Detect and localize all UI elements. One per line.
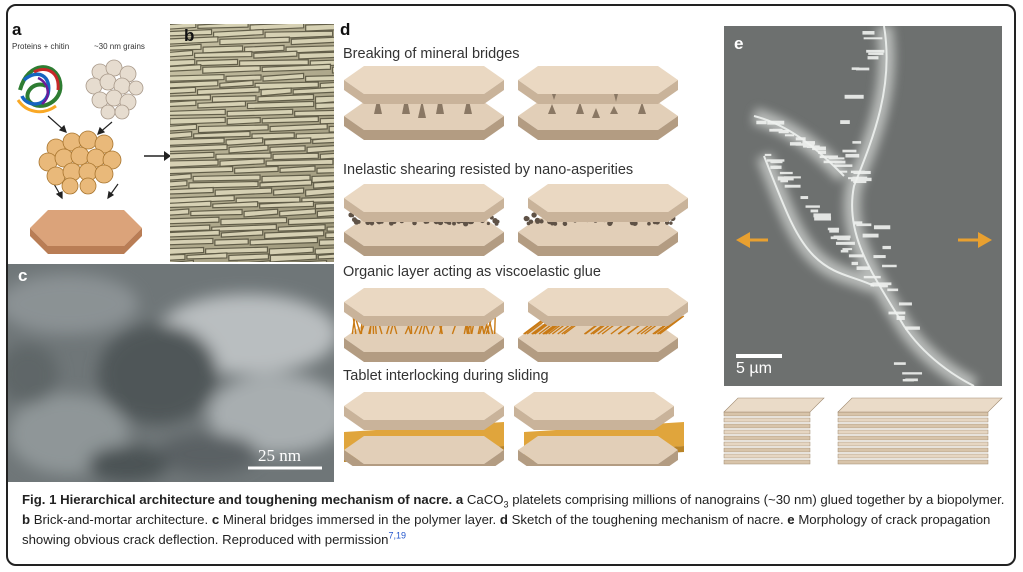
sketch-tablet-interlocking-start: [344, 392, 504, 466]
caption-a-text-pre: CaCO: [466, 492, 504, 507]
mineral-bridge-tem-image: [8, 264, 334, 482]
tension-arrow-left: [736, 232, 768, 248]
crack-propagation-sem-image: [724, 26, 1002, 386]
toughening-mechanism-sketches: [344, 66, 688, 466]
caption-references[interactable]: 7,19: [388, 530, 407, 541]
panel-c-letter: c: [18, 266, 28, 285]
panel-e: e 5 µm: [724, 26, 1002, 386]
caption-a-text-post: platelets comprising millions of nanogra…: [512, 492, 1005, 507]
caption-c-text: Mineral bridges immersed in the polymer …: [222, 512, 497, 527]
caption-e-letter: e: [787, 512, 795, 527]
caption-c-letter: c: [211, 512, 220, 527]
figure-caption: Fig. 1 Hierarchical architecture and tou…: [22, 490, 1012, 550]
sketch-nano-asperities-sheared: [518, 184, 688, 256]
proteins-chitin-label: Proteins + chitin: [12, 42, 70, 51]
protein-chitin-structure: [16, 65, 63, 114]
sketch-tablet-interlocking-sliding: [514, 392, 684, 466]
mechanism-title-nano-asperities: Inelastic shearing resisted by nano-aspe…: [343, 162, 634, 178]
caco3-platelet: [30, 210, 142, 254]
sketch-organic-glue-stretched: [518, 288, 688, 362]
caption-a-letter: a: [455, 492, 464, 507]
panel-e-letter: e: [734, 34, 744, 53]
sketch-mineral-bridges-broken: [518, 66, 678, 140]
caption-e-text: Morphology of crack propagation showing …: [22, 512, 991, 547]
nanograin-cluster: [85, 59, 144, 120]
sketch-nano-asperities-start: [344, 184, 504, 256]
brick-mortar-sem-image: [170, 24, 334, 262]
caption-a-subscript: 3: [503, 499, 509, 510]
caption-title: Hierarchical architecture and toughening…: [60, 492, 453, 507]
figure-frame: a Proteins + chitin ~30 nm grains: [6, 4, 1016, 566]
panel-c: c 25 nm: [8, 264, 334, 482]
nacre-tablet-stack-illustration: [723, 397, 1003, 465]
mechanism-title-viscoelastic-glue: Organic layer acting as viscoelastic glu…: [343, 264, 601, 280]
panel-a-illustration: [16, 59, 144, 254]
nanograins-label: ~30 nm grains: [94, 42, 145, 51]
caption-d-letter: d: [499, 512, 508, 527]
caption-b-text: Brick-and-mortar architecture.: [33, 512, 209, 527]
panel-a: a Proteins + chitin ~30 nm grains: [8, 6, 166, 261]
sketch-mineral-bridges-intact: [344, 66, 504, 140]
panel-b: b: [170, 24, 334, 262]
panel-b-letter: b: [184, 26, 195, 45]
caption-fig-label: Fig. 1: [22, 492, 57, 507]
panel-c-scale-bar-label: 25 nm: [258, 446, 301, 465]
arrow-to-panel-b: [144, 151, 171, 161]
panel-d-letter: d: [340, 20, 351, 39]
sketch-organic-glue-start: [344, 288, 504, 362]
panel-a-letter: a: [12, 20, 22, 39]
composite-grain-cluster: [38, 130, 122, 195]
panel-e-scale-bar-label: 5 µm: [736, 360, 772, 377]
mechanism-title-tablet-interlocking: Tablet interlocking during sliding: [343, 368, 549, 384]
tension-arrow-right: [958, 232, 992, 248]
caption-b-letter: b: [22, 512, 31, 527]
mechanism-title-mineral-bridges: Breaking of mineral bridges: [343, 46, 520, 62]
caption-d-text: Sketch of the toughening mechanism of na…: [511, 512, 784, 527]
